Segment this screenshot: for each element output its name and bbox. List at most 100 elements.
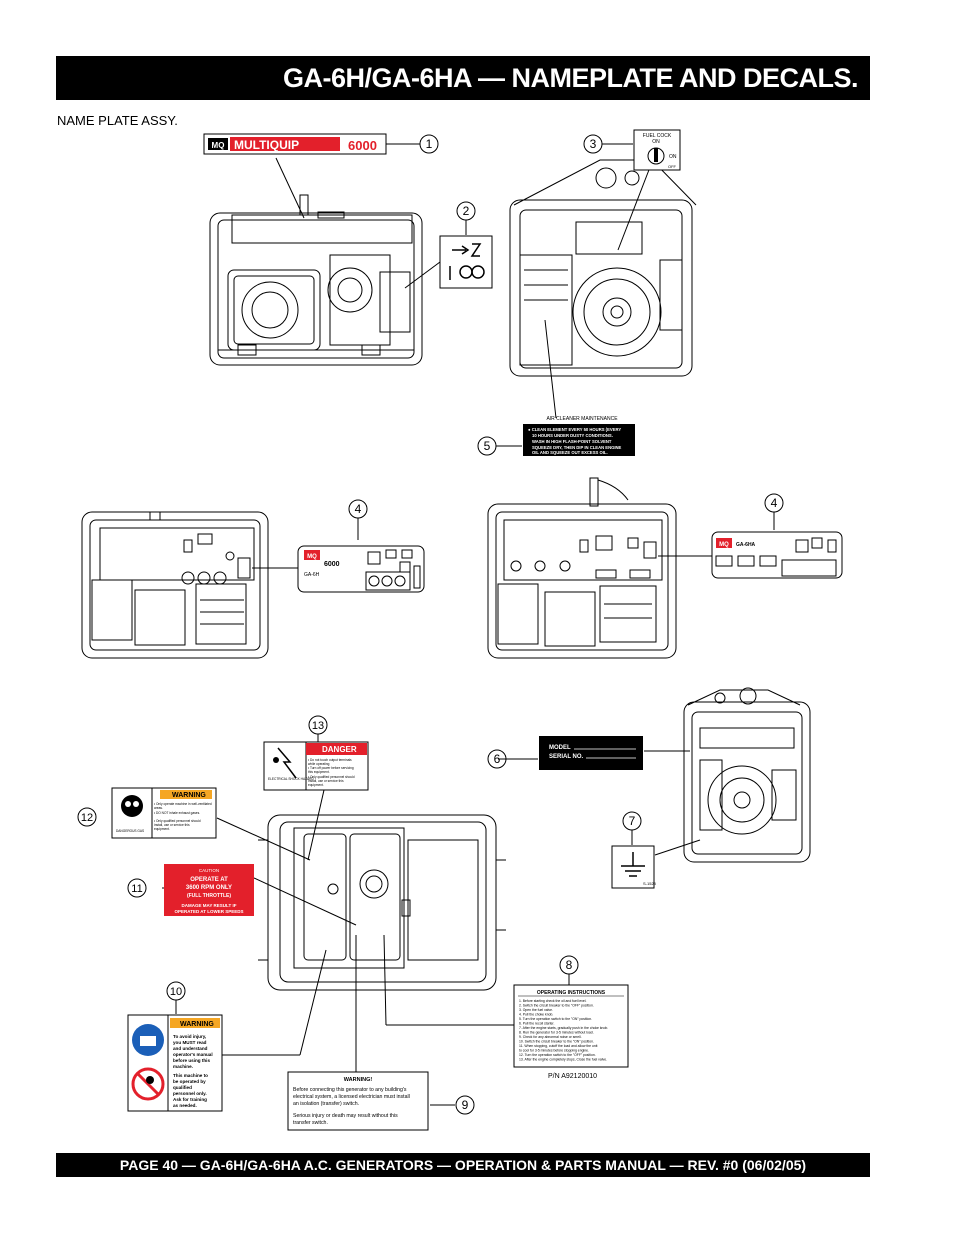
decal-nameplate: MQ MULTIQUIP 6000 [203, 133, 387, 155]
danger-line: • Turn off power before servicing [308, 766, 354, 770]
decal-warning-transfer: WARNING! Before connecting this generato… [287, 1071, 429, 1131]
mq-logo: MQ [719, 542, 729, 548]
generator-frame-top-view [258, 814, 506, 991]
air-cleaner-line: SQUEEZE DRY, THEN DIP IN CLEAN ENGINE [532, 445, 622, 450]
decal-warning-manual: WARNING To avoid injury, you MUST read a… [127, 1014, 223, 1112]
warning-line: • DO NOT inhale exhaust gases. [154, 811, 200, 815]
panel-label: GA-6H [304, 572, 320, 578]
warning-manual-line: machine. [173, 1064, 193, 1069]
decal-caution-rpm: CAUTION OPERATE AT 3600 RPM ONLY (FULL T… [164, 864, 254, 916]
callout-number: 6 [494, 752, 501, 766]
callout-number: 8 [566, 958, 573, 972]
shock-icon [277, 747, 297, 779]
callout-number: 4 [771, 496, 778, 510]
ground-part-number: S-1523 [643, 881, 657, 886]
danger-line: while operating [308, 762, 330, 766]
fuel-cock-title: FUEL COCK [643, 133, 672, 139]
transfer-warning-line: transfer switch. [293, 1120, 328, 1126]
instruction-step: 8. Run the generator for 3-5 minutes wit… [519, 1031, 594, 1035]
callout-circles [77, 134, 784, 1115]
warning-manual-line: qualified [173, 1085, 192, 1090]
callout-number: 1 [426, 137, 433, 151]
transfer-warning-line: an isolation (transfer) switch. [293, 1101, 359, 1107]
warning-manual-line: operator's manual [173, 1052, 213, 1057]
decal-panel-ga6h: MQ 6000 GA-6H [297, 545, 425, 593]
warning-manual-line: as needed. [173, 1103, 197, 1108]
air-cleaner-line: WASH IN HIGH FLASH-POINT SOLVENT [532, 439, 612, 444]
callout-number: 5 [484, 439, 491, 453]
transfer-warning-line: electrical system, a licensed electricia… [293, 1094, 410, 1100]
danger-line: • Only qualified personnel should [308, 775, 355, 779]
decal-danger: ELECTRICAL SHOCK HAZARD DANGER • Do not … [263, 741, 369, 791]
instruction-step: 11. When stopping, cutoff the load and a… [519, 1044, 598, 1048]
instruction-step: 9. Check for any abnormal noise or smell… [519, 1035, 582, 1039]
warning-manual-line: before using this [173, 1058, 210, 1063]
panel-label: GA-6HA [736, 542, 756, 548]
generator-engine-view [683, 687, 811, 863]
callout-number: 12 [81, 812, 93, 824]
warning-manual-line: To avoid injury, [173, 1034, 206, 1039]
callout-number: 10 [170, 986, 182, 998]
instruction-step: 7. After the engine starts, gradually pu… [519, 1026, 608, 1030]
caution-line: (FULL THROTTLE) [187, 893, 231, 899]
decal-model-serial: MODEL SERIAL NO. [539, 736, 643, 770]
warning-manual-line: This machine to [173, 1073, 208, 1078]
warning-manual-line: and understand [173, 1046, 208, 1051]
instruction-step: 10. Switch the circuit breaker to the "O… [519, 1040, 594, 1044]
warning-gas-caption: DANGEROUS GAS [116, 829, 144, 833]
warning-line: areas. [154, 806, 163, 810]
warning-line: • Only operate machine in well-ventilate… [154, 802, 212, 806]
warning-word: WARNING [180, 1021, 214, 1028]
caution-line: 3600 RPM ONLY [186, 885, 232, 891]
generator-panel-ga6ha [487, 477, 677, 659]
warning-manual-line: you MUST read [173, 1040, 207, 1045]
brand-name: MULTIQUIP [234, 138, 299, 152]
gas-mask-icon [121, 795, 143, 817]
air-cleaner-line: 10 HOURS UNDER DUSTY CONDITIONS. [532, 433, 613, 438]
decal-operating-instructions: OPERATING INSTRUCTIONS 1. Before startin… [513, 984, 629, 1080]
section-label: NAME PLATE ASSY. [57, 113, 178, 128]
warning-manual-line: be operated by [173, 1079, 206, 1084]
danger-line: • Do not touch output terminals [308, 758, 352, 762]
caution-word: CAUTION [199, 868, 219, 873]
caution-line: OPERATE AT [190, 877, 228, 883]
generator-panel-ga6h [81, 511, 269, 659]
generator-top-view [509, 159, 697, 377]
instruction-step: 12. Turn the operation switch to the "OF… [519, 1053, 596, 1057]
model-label: MODEL [549, 745, 571, 751]
callout-number: 9 [462, 1098, 469, 1112]
decal-fuel-cock: FUEL COCK ON ON OFF [633, 129, 681, 171]
danger-line: install, use or service this [308, 779, 344, 783]
callout-number: 11 [131, 883, 142, 895]
air-cleaner-line: ● CLEAN ELEMENT EVERY 50 HOURS (EVERY [528, 427, 621, 432]
decal-ground: S-1523 [611, 845, 657, 889]
danger-line: equipment. [308, 783, 324, 787]
transfer-warning-line: Before connecting this generator to any … [293, 1087, 407, 1093]
warning-line: install, use or service this [154, 823, 190, 827]
caution-line: DAMAGE MAY RESULT IF [182, 903, 237, 908]
danger-word: DANGER [322, 745, 357, 754]
arrow-icon [452, 245, 470, 255]
caution-line: OPERATED AT LOWER SPEEDS [175, 909, 244, 914]
callout-number: 2 [463, 204, 470, 218]
fuel-cock-on: ON [669, 154, 677, 160]
danger-line: this equipment. [308, 770, 330, 774]
ground-icon [621, 852, 645, 877]
instruction-step: 6. Pull the recoil starter. [519, 1022, 555, 1026]
mq-logo: MQ [212, 141, 225, 150]
instruction-step: to cool for 3-5 minutes before stopping … [519, 1049, 589, 1053]
warning-line: • Only qualified personnel should [154, 819, 201, 823]
danger-caption: ELECTRICAL SHOCK HAZARD [268, 777, 314, 781]
instructions-title: OPERATING INSTRUCTIONS [537, 990, 606, 996]
transfer-warning-line: Serious injury or death may result witho… [293, 1113, 398, 1119]
callout-number: 3 [590, 137, 597, 151]
warning-manual-line: Ask for training [173, 1097, 207, 1102]
leader-lines [162, 143, 775, 1106]
page-title: GA-6H/GA-6HA — NAMEPLATE AND DECALS. [56, 56, 870, 100]
panel-model: 6000 [324, 561, 340, 568]
air-cleaner-heading: AIR CLEANER MAINTENANCE [546, 416, 618, 422]
nameplate-model: 6000 [348, 138, 377, 153]
decal-choke-recoil [439, 235, 493, 289]
instruction-step: 5. Turn the operation switch to the "ON"… [519, 1017, 592, 1021]
